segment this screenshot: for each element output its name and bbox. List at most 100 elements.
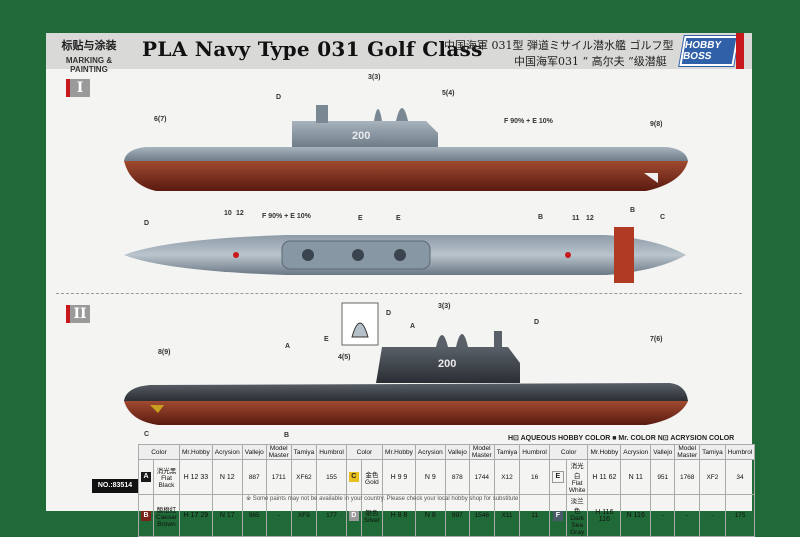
accent-tab	[736, 33, 744, 69]
callout-ii-2: A	[410, 323, 416, 330]
cn-section-title: 标贴与涂装	[61, 40, 117, 52]
callout-i-3: 5(4)	[442, 90, 455, 97]
th-color-2: Color	[345, 444, 384, 460]
color-cn-e: 消光白	[570, 463, 584, 480]
callout-ii-11: B	[284, 432, 290, 439]
missile-tube-a-ii	[436, 335, 448, 347]
humbrol-b: 177	[316, 494, 347, 537]
callout-i-8: B	[538, 214, 544, 221]
paint-legend: H⊡ AQUEOUS HOBBY COLOR ■ Mr. COLOR N⊡ AC…	[508, 435, 735, 442]
plan-hatch-a	[302, 249, 314, 261]
th-vallejo-3: Vallejo	[650, 444, 676, 460]
page-title: PLA Navy Type 031 Golf Class	[142, 37, 483, 61]
callout-ii-6: 4(5)	[338, 354, 351, 361]
callout-i-6: 9(8)	[650, 121, 663, 128]
th-mrhobby-2: Mr.Hobby	[382, 444, 416, 460]
sail-i	[292, 121, 438, 147]
upper-hull-ii	[124, 383, 688, 401]
section-divider	[56, 293, 742, 294]
tamiya-f: -	[699, 494, 726, 537]
th-color: Color	[138, 444, 180, 460]
th-humbrol-3: Humbrol	[724, 444, 756, 460]
plan-view-i	[124, 227, 686, 283]
callout-plan-8: B	[630, 207, 636, 214]
humbrol-a: 155	[316, 459, 347, 495]
callout-ii-5: E	[324, 336, 329, 343]
paint-table: Color Mr.Hobby Acrysion Vallejo Model Ma…	[138, 444, 756, 537]
callout-ii-8: 7(6)	[650, 336, 663, 343]
vallejo-d: 997	[444, 494, 470, 537]
humbrol-f: 175	[724, 494, 756, 537]
mrhobby-a: H 12 33	[178, 459, 213, 495]
acrysion-e: N 11	[620, 459, 652, 495]
th-modelmaster: Model Master	[265, 444, 292, 460]
lower-hull-i	[124, 161, 688, 191]
subtitle-jp: 中国海軍 031型 弾道ミサイル潜水艦 ゴルフ型	[444, 39, 674, 52]
chip-a: A	[141, 472, 151, 482]
tamiya-a: XF62	[290, 459, 318, 495]
section-numeral-ii: II	[66, 305, 90, 323]
footnote: ※ Some paints may not be available in yo…	[246, 496, 519, 502]
th-mrhobby-3: Mr.Hobby	[587, 444, 622, 460]
callout-ii-4: D	[534, 319, 540, 326]
header-bar: 标贴与涂装 MARKING & PAINTING PLA Navy Type 0…	[46, 33, 752, 74]
color-en-e: Flat White	[568, 480, 586, 494]
submarine-drawings: 200 200	[124, 105, 688, 425]
plan-hatch-c	[394, 249, 406, 261]
humbrol-e: 34	[724, 459, 756, 495]
chip-e: E	[551, 471, 564, 483]
color-cn-b: 酸橙红	[156, 506, 177, 514]
paint-table-header: Color Mr.Hobby Acrysion Vallejo Model Ma…	[138, 444, 756, 460]
mast-i	[316, 105, 328, 123]
chip-d: D	[348, 510, 359, 521]
th-mrhobby: Mr.Hobby	[178, 444, 213, 460]
plan-hatch-b	[352, 249, 364, 261]
callout-ii-1: D	[386, 310, 392, 317]
callout-i-9: C	[660, 214, 666, 221]
callout-plan-4: E	[358, 215, 363, 222]
chip-c: C	[348, 472, 359, 482]
missile-tube-b-i	[396, 108, 408, 121]
color-en-f: Dark Sea Gray	[570, 515, 585, 536]
tamiya-e: XF2	[699, 459, 726, 495]
side-view-i: 200	[124, 105, 688, 191]
plan-stern-fins	[614, 227, 634, 283]
th-vallejo: Vallejo	[241, 444, 267, 460]
acrysion-f: N 116	[620, 494, 652, 537]
plan-marking-b	[565, 252, 571, 258]
color-en-a: Flat Black	[158, 475, 175, 489]
acrysion-d: N 8	[414, 494, 446, 537]
chip-f: F	[552, 510, 563, 521]
lower-hull-ii	[124, 401, 688, 425]
callout-plan-6: 11	[572, 215, 580, 222]
rudder-marking-i	[644, 173, 658, 183]
vallejo-f: -	[650, 494, 676, 537]
callout-plan-5: E	[396, 215, 401, 222]
th-tamiya-3: Tamiya	[699, 444, 726, 460]
missile-tube-a-i	[374, 109, 382, 121]
color-cn-d: 银色	[365, 510, 379, 517]
instruction-sheet: 标贴与涂装 MARKING & PAINTING PLA Navy Type 0…	[46, 33, 756, 537]
hull-number-i: 200	[352, 130, 370, 142]
upper-hull-i	[124, 147, 688, 161]
mm-c: 1744	[468, 459, 495, 495]
catalog-number: NO.:83514	[92, 479, 138, 493]
vallejo-e: 951	[650, 459, 676, 495]
callout-ii-10: C	[144, 431, 150, 438]
tamiya-c: X12	[493, 459, 521, 495]
subtitle-cn: 中国海军031 “ 高尔夫 ”级潜艇	[514, 55, 667, 68]
th-humbrol-2: Humbrol	[519, 444, 550, 460]
humbrol-d: 11	[519, 494, 550, 537]
callout-i-2: D	[276, 94, 282, 101]
mrhobby-b: H 17 29	[178, 494, 213, 537]
bow-marking-ii	[150, 405, 164, 413]
acrysion-a: N 12	[211, 459, 243, 495]
callout-plan-7: 12	[586, 215, 594, 222]
vallejo-a: 887	[241, 459, 267, 495]
mm-f: -	[674, 494, 701, 537]
callout-plan-2: 12	[236, 210, 244, 217]
color-cn-a: 消光黑	[156, 468, 177, 475]
section-numeral-i: I	[66, 79, 90, 97]
hull-number-ii: 200	[438, 358, 456, 370]
color-cn-c: 金色	[365, 471, 379, 479]
